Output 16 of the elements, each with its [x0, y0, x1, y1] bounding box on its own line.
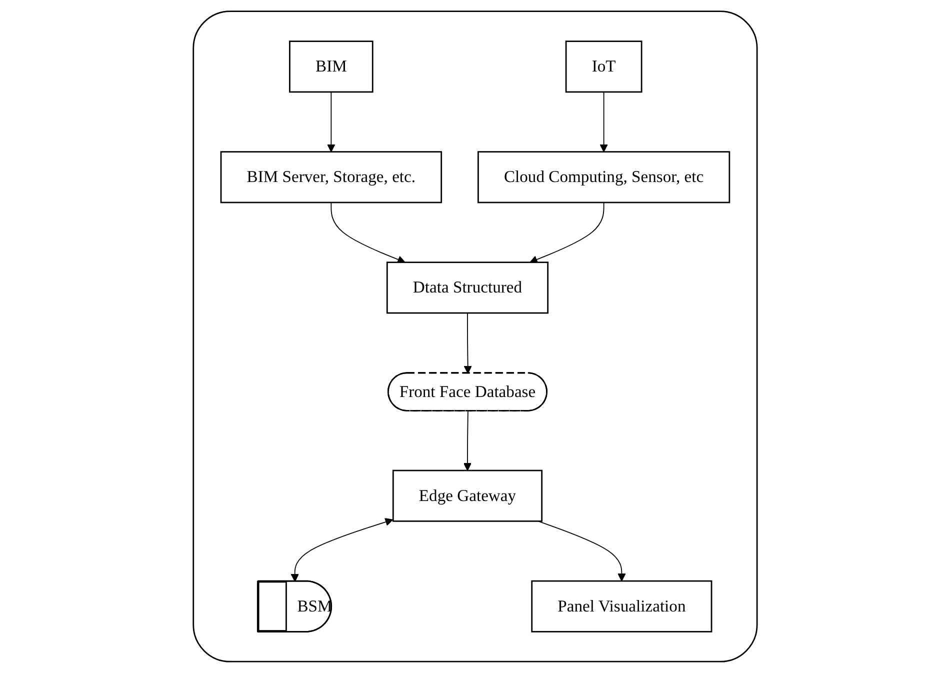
- node-box: Dtata Structured: [386, 262, 548, 314]
- arrow: [330, 202, 406, 264]
- node-box: Cloud Computing, Sensor, etc: [477, 151, 730, 204]
- arrow: [529, 202, 604, 264]
- arrow: [290, 518, 393, 582]
- node-box: Panel Visualization: [530, 580, 712, 632]
- node-box: BIM Server, Storage, etc.: [220, 151, 442, 204]
- node-box: IoT: [565, 40, 642, 93]
- arrow: [464, 312, 472, 374]
- arrow: [600, 92, 608, 152]
- cluster: [192, 10, 758, 662]
- node-box: BIM: [288, 40, 374, 93]
- arrow: [326, 92, 335, 152]
- node-box: Edge Gateway: [392, 470, 542, 522]
- arrow: [538, 520, 626, 582]
- arrow: [463, 410, 472, 471]
